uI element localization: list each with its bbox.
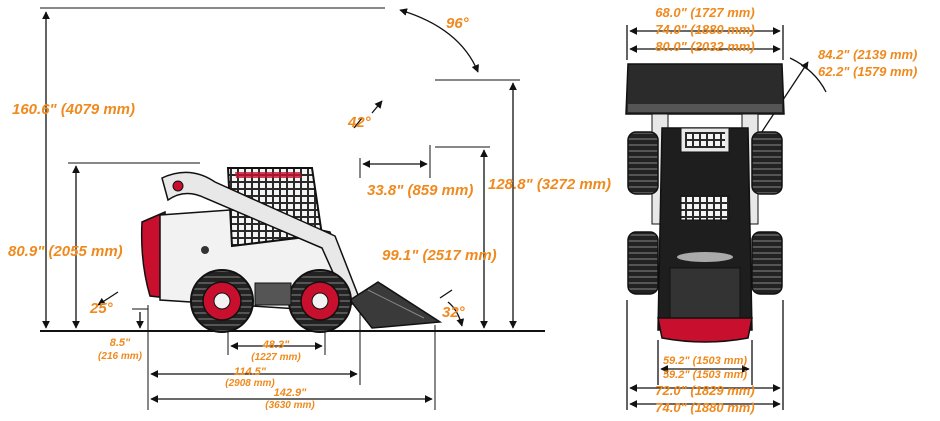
length-without-attachment-mm-label: (2908 mm) xyxy=(225,378,275,389)
wheelbase-label: 48.3" xyxy=(262,339,290,351)
overall-width-1-label: 72.0" (1829 mm) xyxy=(655,383,755,398)
turning-radius-2-label: 62.2" (1579 mm) xyxy=(818,64,918,79)
dump-reach-label: 33.8" (859 mm) xyxy=(367,182,474,199)
length-with-bucket-label: 142.9" xyxy=(273,387,307,399)
rollback-angle-ground-label: 32° xyxy=(442,304,465,321)
dump-angle-label: 42° xyxy=(348,114,371,131)
length-without-attachment-label: 114.5" xyxy=(234,366,266,378)
overall-height-label: 160.6" (4079 mm) xyxy=(12,101,136,118)
skid-steer-top-illustration xyxy=(625,63,785,343)
cab-height-label: 80.9" (2055 mm) xyxy=(8,243,123,260)
ground-clearance-label: 8.5" xyxy=(109,337,131,349)
side-view-dimension-lines xyxy=(42,8,517,403)
bucket-width-1-label: 68.0" (1727 mm) xyxy=(655,5,755,20)
skid-steer-side-illustration xyxy=(140,167,443,333)
tread-width-2-label: 59.2" (1503 mm) xyxy=(662,369,748,381)
hinge-pin-height-label: 128.8" (3272 mm) xyxy=(488,176,612,193)
length-with-bucket-mm-label: (3630 mm) xyxy=(265,400,315,411)
rollback-angle-top-label: 96° xyxy=(446,15,469,32)
tread-width-1-label: 59.2" (1503 mm) xyxy=(662,355,748,367)
ground-clearance-mm-label: (216 mm) xyxy=(98,351,142,362)
turning-radius-1-label: 84.2" (2139 mm) xyxy=(818,47,918,62)
dump-height-label: 99.1" (2517 mm) xyxy=(382,247,497,264)
bucket-width-3-label: 80.0" (2032 mm) xyxy=(655,39,755,54)
overall-width-2-label: 74.0" (1880 mm) xyxy=(655,400,755,415)
departure-angle-label: 25° xyxy=(90,300,113,317)
bucket-width-2-label: 74.0" (1880 mm) xyxy=(655,22,755,37)
wheelbase-mm-label: (1227 mm) xyxy=(251,352,301,363)
